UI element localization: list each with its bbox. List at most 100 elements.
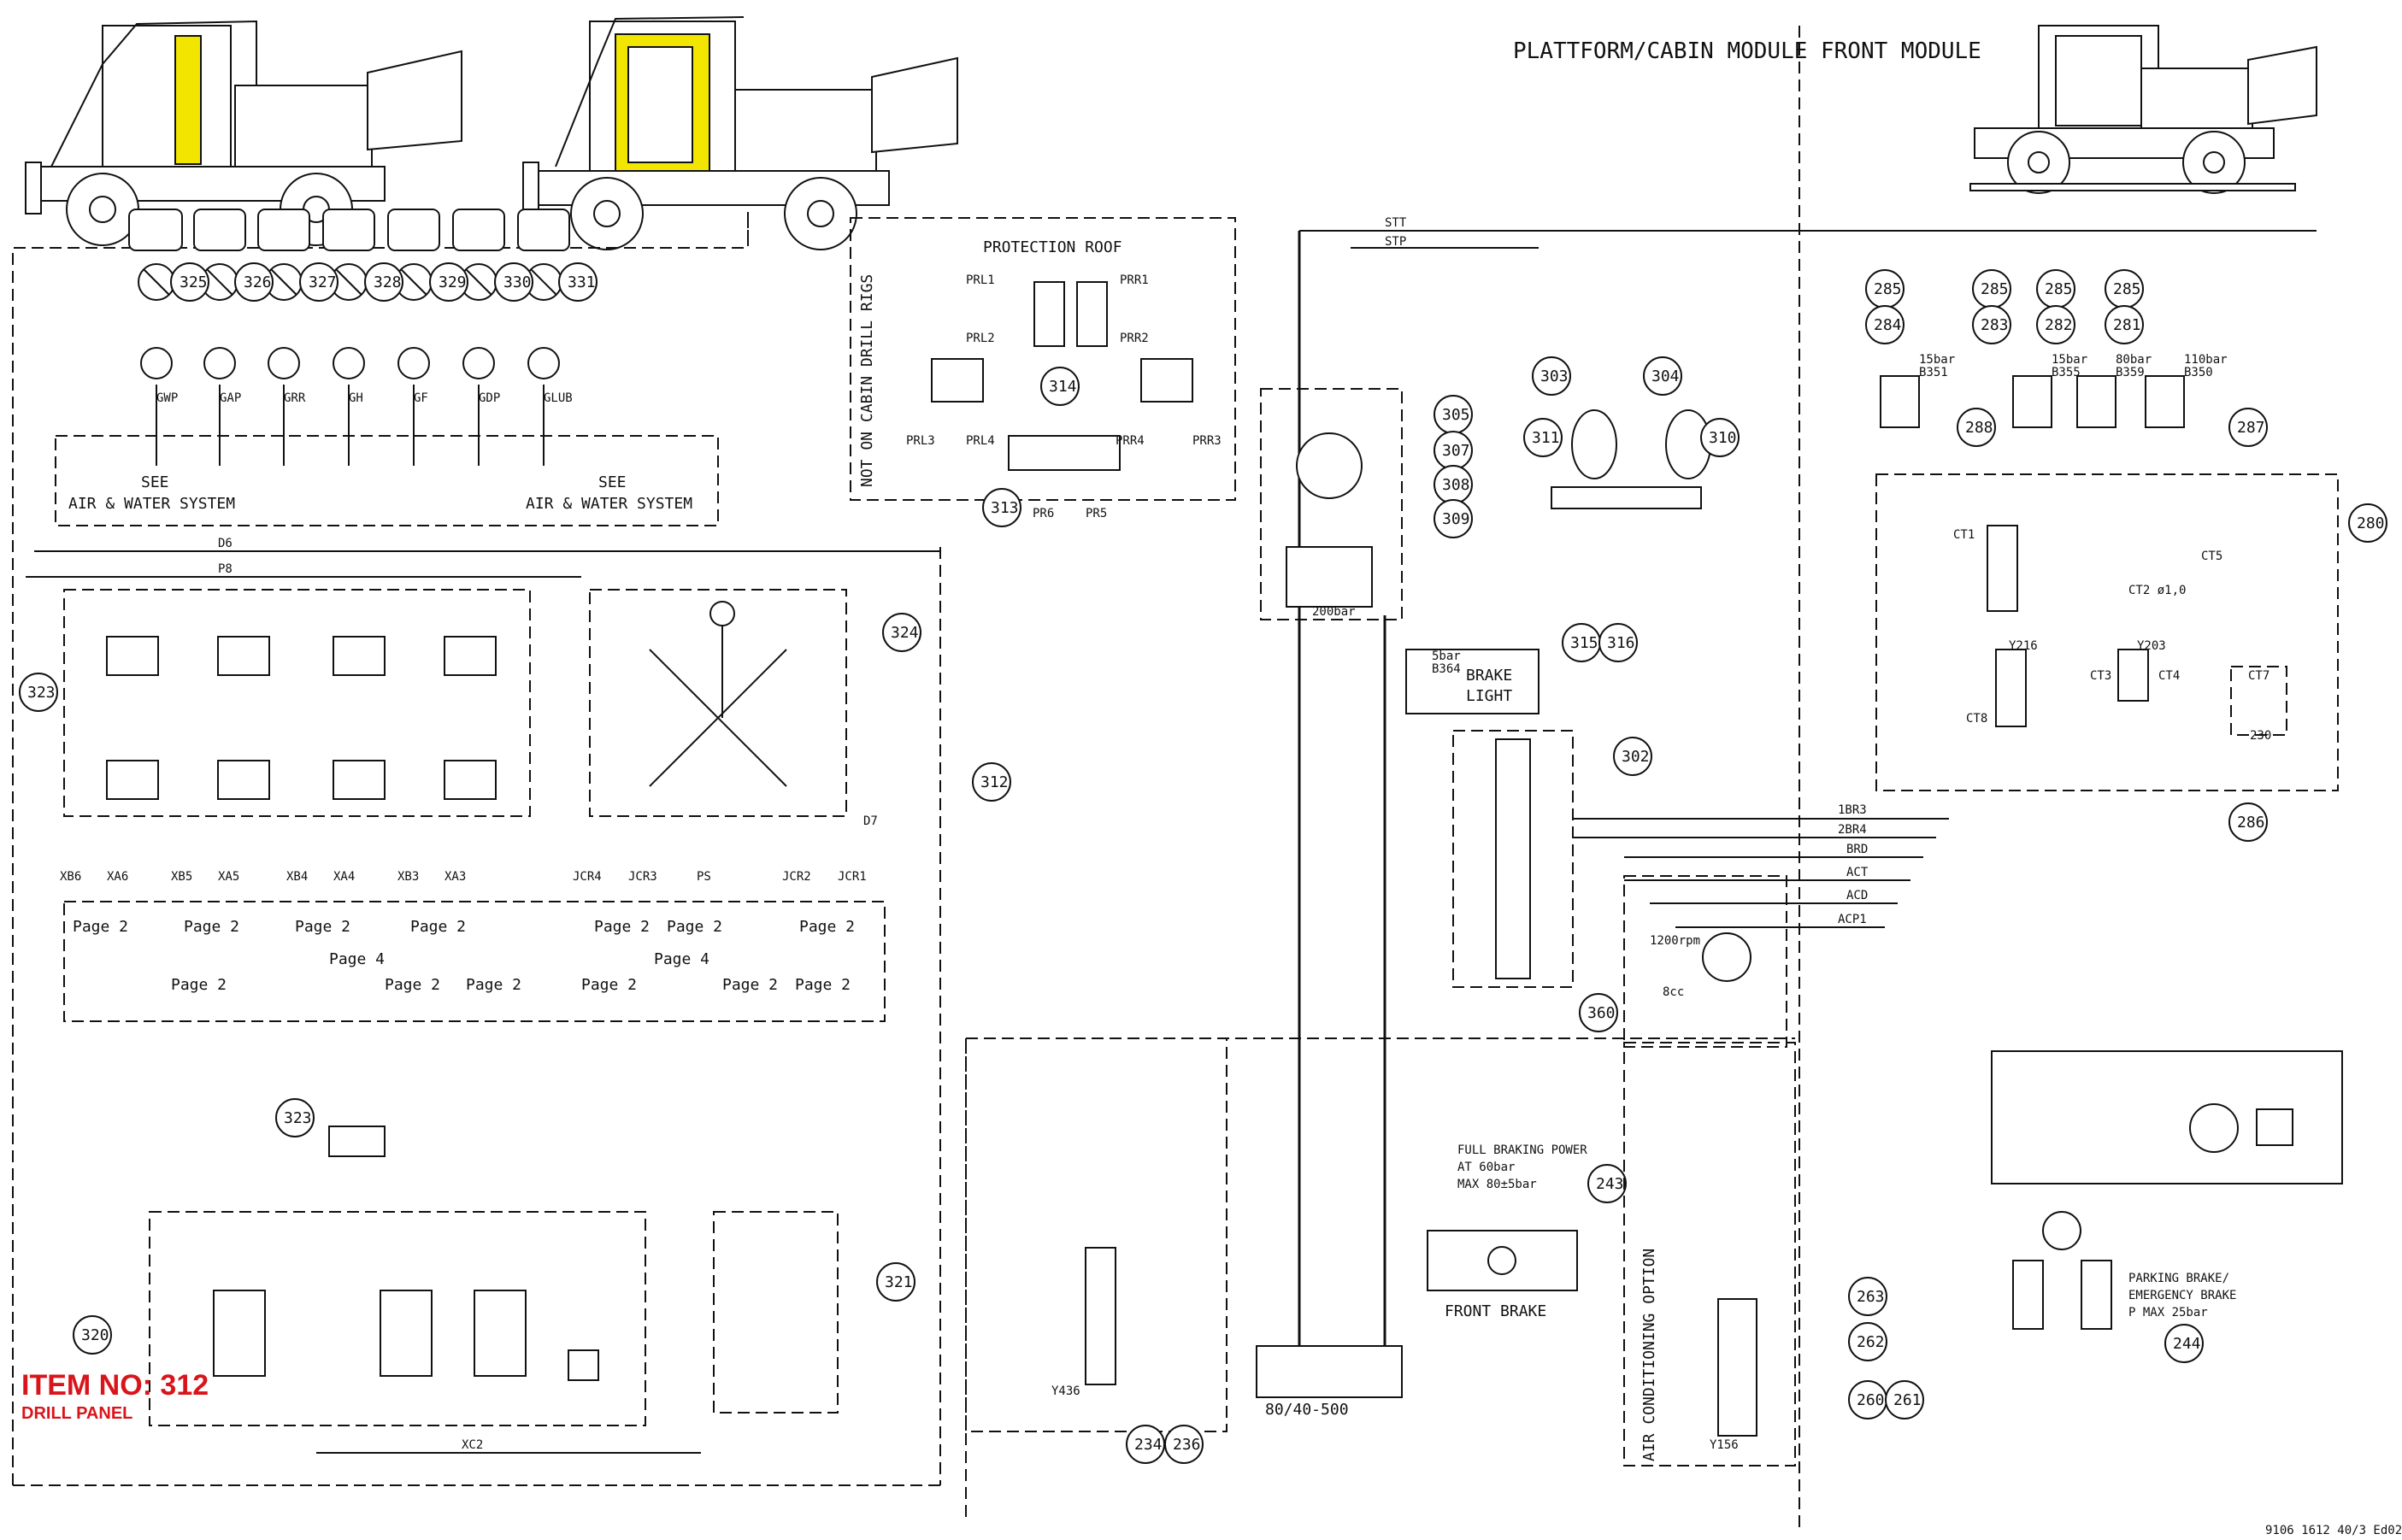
valve-y436-label: Y436 xyxy=(1051,1384,1080,1398)
brake-switch-bar: 5bar xyxy=(1432,650,1461,663)
ref-303-a: 303 xyxy=(1540,367,1569,385)
page-ref: Page 2 xyxy=(799,918,855,936)
hose-prr2: PRR2 xyxy=(1120,332,1149,345)
front-valve-frame xyxy=(1875,473,2339,791)
steering-refs: 305 307 308 309 xyxy=(1434,395,1473,538)
hose-prl1: PRL1 xyxy=(966,273,995,287)
full-braking-line1: FULL BRAKING POWER xyxy=(1457,1143,1587,1157)
item-number: ITEM NO: 312 xyxy=(21,1369,209,1402)
ref-316-text: 316 xyxy=(1607,634,1635,652)
ref-323-a xyxy=(19,673,58,712)
not-on-cabin-label: NOT ON CABIN DRILL RIGS xyxy=(858,274,876,487)
port-xb6: XB6 xyxy=(60,870,81,884)
ref-285-b: 285 xyxy=(1981,280,2009,298)
ref-327 xyxy=(299,262,339,302)
joystick-block-323 xyxy=(63,589,531,817)
port-gwp: GWP xyxy=(156,391,178,405)
ref-323-a-text: 323 xyxy=(27,684,56,702)
hose-acp1: ACP1 xyxy=(1838,913,1867,926)
page-ref: Page 2 xyxy=(171,976,227,994)
hose-2br4: 2BR4 xyxy=(1838,823,1867,837)
shuttle-valve xyxy=(328,1126,386,1157)
ref-244-text: 244 xyxy=(2173,1335,2201,1353)
ref-329-text: 329 xyxy=(439,273,467,291)
gauge-row xyxy=(128,209,570,301)
page-ref: Page 2 xyxy=(73,918,128,936)
cross-joystick xyxy=(649,601,787,787)
valve-ct5: CT5 xyxy=(2201,550,2222,563)
ps4-bar: 110bar xyxy=(2184,353,2228,367)
brake-switch-id: B364 xyxy=(1432,662,1461,676)
ref-262-text: 262 xyxy=(1857,1333,1885,1351)
ref-330 xyxy=(494,262,533,302)
front-module-label: FRONT MODULE xyxy=(1821,38,1981,64)
port-gdp: GDP xyxy=(479,391,500,405)
ref-263-text: 263 xyxy=(1857,1288,1885,1306)
ref-312 xyxy=(972,762,1011,802)
ref-263 xyxy=(1848,1277,1887,1316)
valve-ct7: CT7 xyxy=(2248,669,2270,683)
pump-frame xyxy=(1623,875,1787,1048)
valve-230: 230 xyxy=(2250,729,2271,743)
pump-symbol xyxy=(1702,932,1751,982)
gauge-port-labels: GWP GAP GRR GH GF GDP GLUB xyxy=(156,391,573,405)
valve-y203: Y203 xyxy=(2137,639,2166,653)
cylinder xyxy=(1256,1345,1403,1398)
ref-283: 283 xyxy=(1981,316,2009,334)
ref-261-text: 261 xyxy=(1893,1391,1922,1409)
ref-308: 308 xyxy=(1442,476,1470,494)
ref-323-b-text: 323 xyxy=(284,1109,312,1127)
ref-288: 288 xyxy=(1965,419,1993,437)
hose-prr3: PRR3 xyxy=(1192,434,1222,448)
parking-brake-line3: P MAX 25bar xyxy=(2128,1306,2208,1320)
hose-pr5: PR5 xyxy=(1086,507,1107,520)
machine-illustration-middle xyxy=(522,16,958,250)
page-ref: Page 2 xyxy=(385,976,440,994)
valve-block-321 xyxy=(713,1211,839,1414)
hose-act: ACT xyxy=(1846,866,1869,879)
ref-286: 286 xyxy=(2237,814,2265,832)
ref-243 xyxy=(1587,1164,1627,1203)
page-ref: Page 2 xyxy=(184,918,239,936)
page-ref: Page 2 xyxy=(795,976,851,994)
ref-244 xyxy=(2164,1324,2204,1363)
page-ref: Page 2 xyxy=(581,976,637,994)
hose-prl4: PRL4 xyxy=(966,434,995,448)
ref-326 xyxy=(234,262,274,302)
ref-287: 287 xyxy=(2237,419,2265,437)
steering-valve-frame xyxy=(1260,388,1403,620)
ps1-id: B351 xyxy=(1919,366,1948,379)
ref-313 xyxy=(982,488,1021,527)
ref-285-c: 285 xyxy=(2045,280,2073,298)
hose-stt: STT xyxy=(1385,216,1407,230)
ref-320-text: 320 xyxy=(81,1326,109,1344)
joystick-block-324 xyxy=(589,589,847,817)
ps2-bar: 15bar xyxy=(2052,353,2087,367)
page-ref: Page 4 xyxy=(654,950,709,968)
ref-281: 281 xyxy=(2113,316,2141,334)
ps3-bar: 80bar xyxy=(2116,353,2152,367)
hose-stp: STP xyxy=(1385,235,1406,249)
ref-261 xyxy=(1885,1380,1924,1420)
ref-360 xyxy=(1579,993,1618,1032)
brake-light-box xyxy=(1405,649,1540,714)
valve-ct2: CT2 ø1,0 xyxy=(2128,584,2186,597)
valve-y436 xyxy=(1085,1247,1116,1385)
ps3-id: B359 xyxy=(2116,366,2145,379)
brake-valve-frame xyxy=(1452,730,1574,988)
ref-307: 307 xyxy=(1442,442,1470,460)
ref-309: 309 xyxy=(1442,510,1470,528)
port-xa5: XA5 xyxy=(218,870,239,884)
page-ref: Page 2 xyxy=(594,918,650,936)
pressure-switches xyxy=(1880,375,2185,428)
page-ref: Page 2 xyxy=(466,976,521,994)
air-conditioning-frame xyxy=(1623,1042,1796,1467)
ref-315-text: 315 xyxy=(1570,634,1598,652)
cylinder-label: 80/40-500 xyxy=(1265,1401,1349,1419)
ref-312-text: 312 xyxy=(980,773,1009,791)
valve-y156-label: Y156 xyxy=(1710,1438,1739,1452)
full-braking-line3: MAX 80±5bar xyxy=(1457,1178,1537,1191)
port-xa3: XA3 xyxy=(444,870,466,884)
ref-328 xyxy=(364,262,403,302)
ref-282: 282 xyxy=(2045,316,2073,334)
